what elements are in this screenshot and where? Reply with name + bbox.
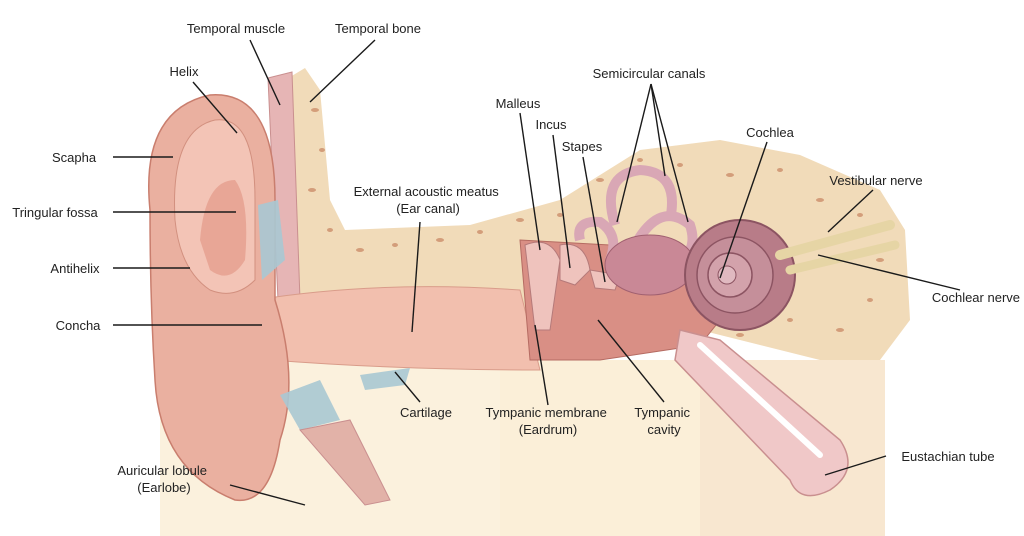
eustachian-tube-shape — [674, 329, 849, 497]
label-auricular-lobule: Auricular lobule (Earlobe) — [117, 463, 210, 495]
label-external-meatus-line1: External acoustic meatus — [354, 184, 500, 199]
lobule-tissue-shape — [299, 419, 391, 506]
label-external-meatus: External acoustic meatus (Ear canal) — [354, 184, 503, 216]
label-tympanic-membrane-line1: Tympanic membrane — [485, 405, 606, 420]
labels: Temporal muscle Temporal bone Helix Scap… — [12, 21, 1020, 495]
label-scapha: Scapha — [52, 150, 97, 165]
label-cartilage: Cartilage — [400, 405, 452, 420]
label-auricular-lobule-line1: Auricular lobule — [117, 463, 207, 478]
label-cochlear-nerve: Cochlear nerve — [932, 290, 1020, 305]
label-vestibular-nerve: Vestibular nerve — [829, 173, 922, 188]
eustachian-tube-lumen — [697, 342, 823, 458]
label-antihelix: Antihelix — [50, 261, 100, 276]
auricle-shape — [148, 94, 290, 502]
leader-lines — [113, 39, 961, 506]
ear-canal-shape — [254, 286, 541, 371]
label-tympanic-cavity: Tympanic cavity — [634, 405, 693, 437]
label-concha: Concha — [56, 318, 102, 333]
cartilage-shape — [258, 200, 410, 430]
label-tympanic-cavity-line1: Tympanic — [634, 405, 690, 420]
label-triangular-fossa: Tringular fossa — [12, 205, 98, 220]
label-tympanic-cavity-line2: cavity — [647, 422, 681, 437]
label-temporal-muscle: Temporal muscle — [187, 21, 285, 36]
label-eustachian-tube: Eustachian tube — [901, 449, 994, 464]
label-malleus: Malleus — [496, 96, 541, 111]
label-incus: Incus — [535, 117, 567, 132]
label-tympanic-membrane-line2: (Eardrum) — [519, 422, 578, 437]
label-helix: Helix — [170, 64, 199, 79]
vestibule-shape — [604, 234, 696, 296]
label-cochlea: Cochlea — [746, 125, 794, 140]
label-temporal-bone: Temporal bone — [335, 21, 421, 36]
label-external-meatus-line2: (Ear canal) — [396, 201, 460, 216]
label-tympanic-membrane: Tympanic membrane (Eardrum) — [485, 405, 610, 437]
label-auricular-lobule-line2: (Earlobe) — [137, 480, 190, 495]
label-stapes: Stapes — [562, 139, 603, 154]
label-semicircular-canals: Semicircular canals — [593, 66, 706, 81]
nerves-shape — [775, 220, 900, 275]
cochlea-shape — [684, 219, 796, 331]
